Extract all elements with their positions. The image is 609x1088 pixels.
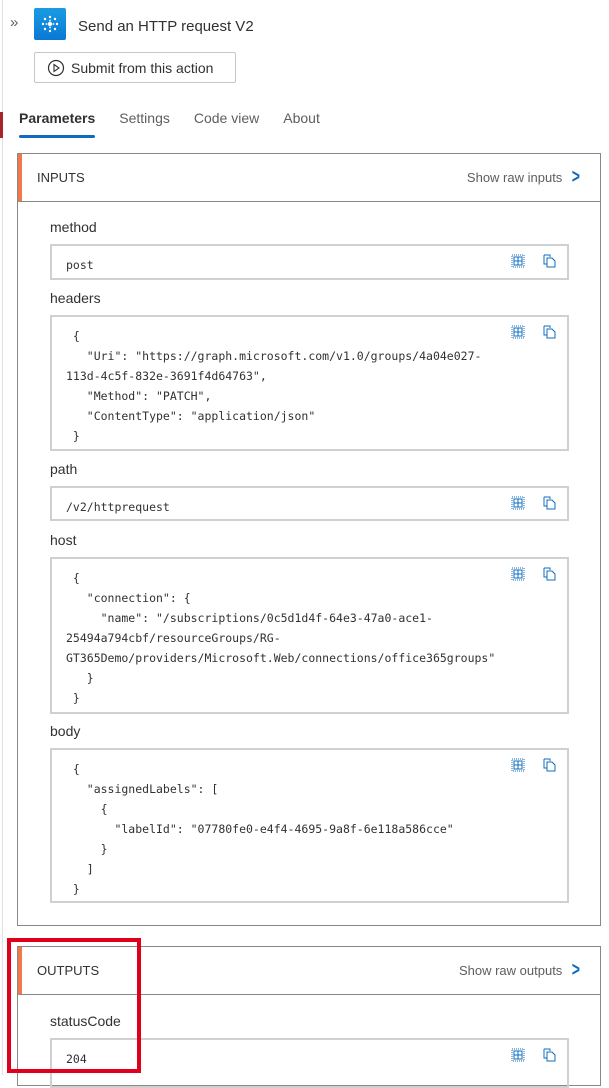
code-line: 25494a794cbf/resourceGroups/RG- <box>66 631 281 645</box>
submit-label: Submit from this action <box>71 59 214 76</box>
field-value-host[interactable]: { "connection": { "name": "/subscription… <box>50 557 569 714</box>
table-view-icon[interactable] <box>511 1048 525 1062</box>
field-value-headers[interactable]: { "Uri": "https://graph.microsoft.com/v1… <box>50 315 569 451</box>
code-line: } <box>66 691 80 705</box>
show-raw-outputs-link[interactable]: Show raw outputs > <box>459 959 582 982</box>
show-raw-outputs-label: Show raw outputs <box>458 963 563 978</box>
chevron-right-icon: > <box>572 959 581 981</box>
code-line: "connection": { <box>66 591 191 605</box>
chevron-right-icon: > <box>572 166 581 188</box>
table-view-icon[interactable] <box>511 254 525 268</box>
field-actions <box>511 496 557 510</box>
code-line: { <box>66 802 108 816</box>
code-line: } <box>66 671 94 685</box>
copy-icon[interactable] <box>543 567 557 581</box>
field-label-path: path <box>50 461 78 477</box>
field-label-body: body <box>50 723 81 739</box>
code-line: { <box>66 571 80 585</box>
outputs-header: OUTPUTS Show raw outputs > <box>18 947 600 995</box>
code-line: "assignedLabels": [ <box>66 782 219 796</box>
expand-icon[interactable]: » <box>10 14 19 31</box>
table-view-icon[interactable] <box>511 325 525 339</box>
left-rail <box>0 0 3 1075</box>
field-actions <box>511 254 557 268</box>
field-value-path[interactable]: /v2/httprequest <box>50 486 569 521</box>
highlight-annotation <box>7 938 141 1073</box>
tab-parameters[interactable]: Parameters <box>19 110 96 138</box>
inputs-panel: INPUTS Show raw inputs > method post heade… <box>17 153 601 926</box>
code-line: ] <box>66 862 94 876</box>
http-connector-icon <box>34 8 66 40</box>
field-label-statusCode: statusCode <box>50 1013 121 1029</box>
code-line: } <box>66 429 80 443</box>
code-line: { <box>66 762 80 776</box>
code-line: "name": "/subscriptions/0c5d1d4f-64e3-47… <box>66 611 433 625</box>
left-rail-indicator <box>0 112 3 138</box>
inputs-header: INPUTS Show raw inputs > <box>18 154 600 202</box>
table-view-icon[interactable] <box>511 496 525 510</box>
code-line: "Method": "PATCH", <box>66 389 212 403</box>
action-title: Send an HTTP request V2 <box>78 18 254 35</box>
code-line: "labelId": "07780fe0-e4f4-4695-9a8f-6e11… <box>66 822 454 836</box>
field-actions <box>511 325 557 339</box>
tab-settings[interactable]: Settings <box>119 110 170 126</box>
code-line: } <box>66 842 108 856</box>
field-value-method[interactable]: post <box>50 244 569 280</box>
field-actions <box>511 567 557 581</box>
inputs-title: INPUTS <box>37 170 85 185</box>
code-line: /v2/httprequest <box>66 500 170 514</box>
show-raw-inputs-label: Show raw inputs <box>466 170 563 185</box>
code-line: post <box>66 258 94 272</box>
code-line: GT365Demo/providers/Microsoft.Web/connec… <box>66 651 496 665</box>
code-line: 204 <box>66 1052 87 1066</box>
table-view-icon[interactable] <box>511 567 525 581</box>
code-line: { <box>66 329 80 343</box>
copy-icon[interactable] <box>543 325 557 339</box>
field-label-method: method <box>50 219 97 235</box>
outputs-title: OUTPUTS <box>37 963 100 978</box>
field-label-headers: headers <box>50 290 101 306</box>
copy-icon[interactable] <box>543 1048 557 1062</box>
field-actions <box>511 758 557 772</box>
tab-code-view[interactable]: Code view <box>193 110 260 126</box>
field-actions <box>511 1048 557 1062</box>
copy-icon[interactable] <box>543 254 557 268</box>
play-resubmit-icon <box>47 59 65 76</box>
show-raw-inputs-link[interactable]: Show raw inputs > <box>467 166 582 189</box>
field-value-body[interactable]: { "assignedLabels": [ { "labelId": "0778… <box>50 748 569 903</box>
table-view-icon[interactable] <box>511 758 525 772</box>
tab-about[interactable]: About <box>283 110 320 126</box>
code-line: } <box>66 882 80 896</box>
copy-icon[interactable] <box>543 758 557 772</box>
code-line: "ContentType": "application/json" <box>66 409 316 423</box>
tab-bar: Parameters Settings Code view About <box>19 110 320 138</box>
copy-icon[interactable] <box>543 496 557 510</box>
field-label-host: host <box>50 532 77 548</box>
code-line: "Uri": "https://graph.microsoft.com/v1.0… <box>66 349 482 363</box>
code-line: 113d-4c5f-832e-3691f4d64763", <box>66 369 267 383</box>
submit-from-action-button[interactable]: Submit from this action <box>34 52 236 83</box>
